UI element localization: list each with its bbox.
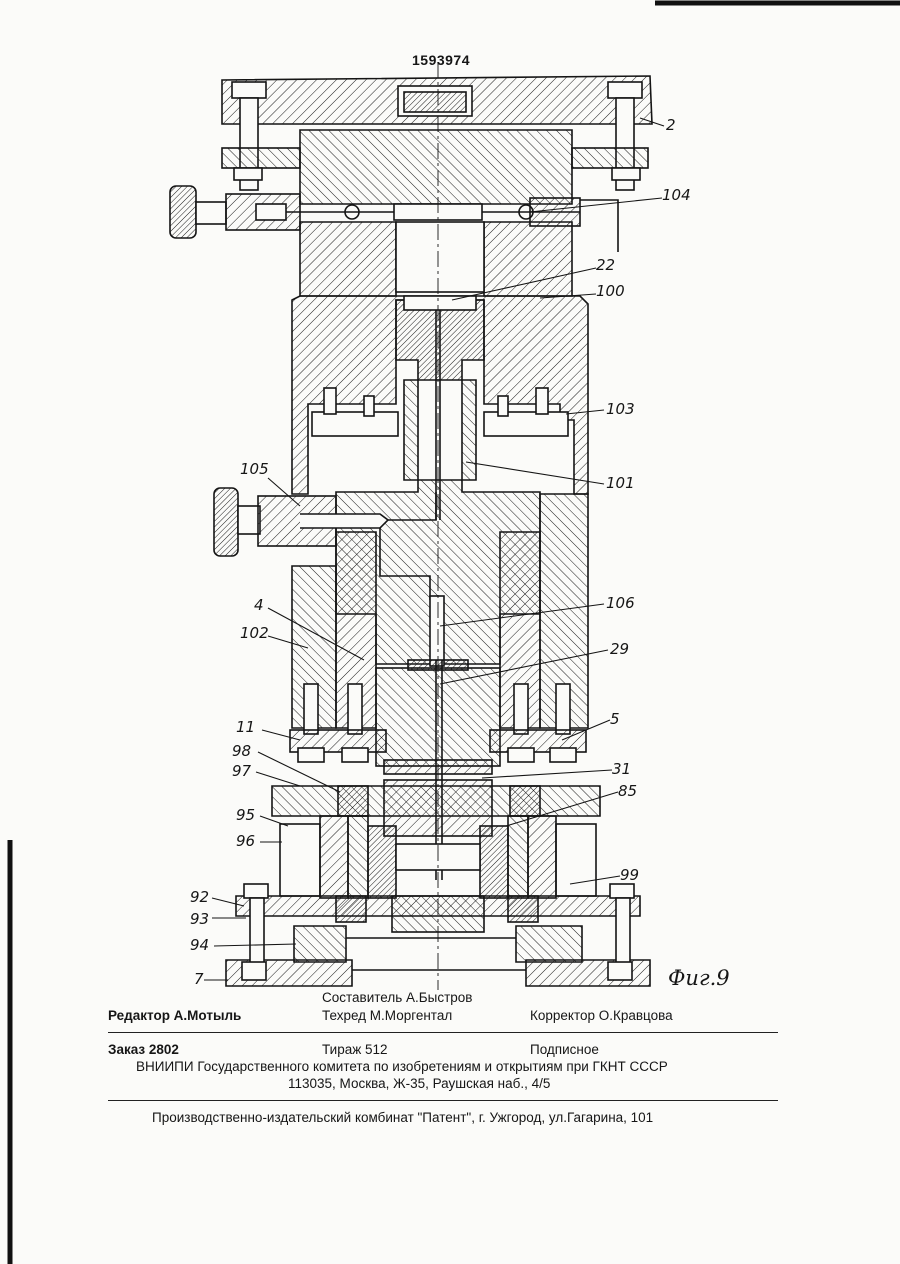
callout-95: 95 <box>236 806 255 824</box>
callout-100: 100 <box>596 282 625 300</box>
callout-29: 29 <box>610 640 629 658</box>
upper-block <box>300 130 572 204</box>
imprint-address: 113035, Москва, Ж-35, Раушская наб., 4/5 <box>288 1076 550 1091</box>
figure-caption: Фиг.9 <box>668 966 730 990</box>
bolt-92 <box>250 898 264 968</box>
imprint-institute: ВНИИПИ Государственного комитета по изоб… <box>136 1059 668 1074</box>
callout-103: 103 <box>606 400 635 418</box>
imprint-corrector: Корректор О.Кравцова <box>530 1008 673 1023</box>
callout-104: 104 <box>662 186 691 204</box>
callout-102: 102 <box>240 624 269 642</box>
rule-bottom <box>108 1100 778 1101</box>
column-96 <box>280 824 320 896</box>
patent-number: 1593974 <box>412 52 470 68</box>
imprint-circulation: Тираж 512 <box>322 1042 388 1057</box>
imprint-techred: Техред М.Моргентал <box>322 1008 452 1023</box>
imprint-compiler: Составитель А.Быстров <box>322 990 472 1005</box>
callout-7: 7 <box>194 970 204 988</box>
imprint-publisher: Производственно-издательский комбинат "П… <box>152 1110 653 1125</box>
imprint-subscription: Подписное <box>530 1042 599 1057</box>
callout-4: 4 <box>254 596 264 614</box>
top-plate <box>222 76 652 124</box>
callout-94: 94 <box>190 936 209 954</box>
callout-98: 98 <box>232 742 251 760</box>
callout-101: 101 <box>606 474 635 492</box>
callout-96: 96 <box>236 832 255 850</box>
callout-105: 105 <box>240 460 269 478</box>
rule-top <box>108 1032 778 1033</box>
callout-85: 85 <box>618 782 637 800</box>
callout-97: 97 <box>232 762 251 780</box>
callout-99: 99 <box>620 866 639 884</box>
callout-5: 5 <box>610 710 620 728</box>
callout-31: 31 <box>612 760 631 778</box>
imprint-order: Заказ 2802 <box>108 1042 179 1057</box>
callout-2: 2 <box>666 116 676 134</box>
imprint-editor: Редактор А.Мотыль <box>108 1008 241 1023</box>
callout-92: 92 <box>190 888 209 906</box>
column-99 <box>556 824 596 896</box>
callout-22: 22 <box>596 256 615 274</box>
callout-93: 93 <box>190 910 209 928</box>
plate-94-left <box>294 926 346 962</box>
callout-106: 106 <box>606 594 635 612</box>
pin-106 <box>430 596 444 666</box>
callout-11: 11 <box>236 718 255 736</box>
